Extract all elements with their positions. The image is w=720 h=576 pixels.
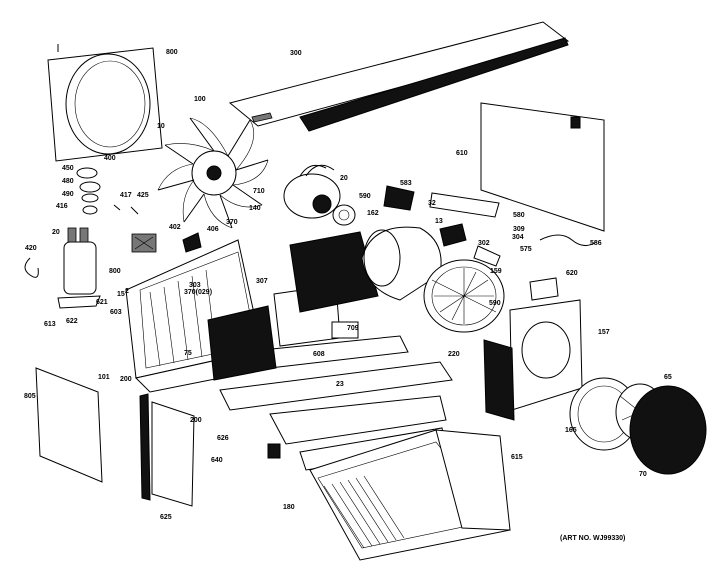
callout-c-ring-162: 162 (367, 210, 379, 217)
callout-c-screw-101: 101 (98, 374, 110, 381)
callout-c-seal-406: 406 (207, 226, 219, 233)
fan-motor (283, 164, 356, 226)
callout-c-clamp-450: 450 (62, 165, 74, 172)
callout-c-top-left-rim: 800 (166, 49, 178, 56)
callout-c-heater-575: 575 (520, 246, 532, 253)
callout-c-front-615: 615 (511, 454, 523, 461)
callout-c-ring-165: 165 (565, 427, 577, 434)
callout-c-clip-140: 140 (249, 205, 261, 212)
callout-c-trim-626: 626 (217, 435, 229, 442)
callout-labels: 800 300 100 10 400 450 480 490 416 417 425 710 20 140… (24, 49, 672, 521)
callout-c-thermo-302: 302 (478, 240, 490, 247)
callout-c-coil-15: 15 (117, 291, 125, 298)
callout-c-nut-425: 425 (137, 192, 149, 199)
top-cover (228, 21, 570, 132)
callout-c-bolt-621: 621 (96, 299, 108, 306)
callout-c-grille-65: 65 (664, 374, 672, 381)
callout-c-drain-23: 23 (336, 381, 344, 388)
callout-c-switch-590: 590 (359, 193, 371, 200)
callout-c-ground-2: 2 (125, 288, 129, 295)
callout-c-bolt-613: 613 (44, 321, 56, 328)
blower-scroll (361, 226, 442, 301)
callout-c-gasket-400: 400 (104, 155, 116, 162)
callout-c-cap-screw: 10 (157, 123, 165, 130)
callout-c-nut-417: 417 (120, 192, 132, 199)
callout-c-panel-805: 805 (24, 393, 36, 400)
callout-c-cap-20: 20 (52, 229, 60, 236)
callout-c-fan-blade: 100 (194, 96, 206, 103)
callout-c-base-608: 608 (313, 351, 325, 358)
callout-c-top-cover: 300 (290, 50, 302, 57)
callout-c-bracket-200: 200 (190, 417, 202, 424)
callout-c-control-370: 370 (226, 219, 238, 226)
callout-c-cap-800: 800 (109, 268, 121, 275)
callout-c-shroud-157: 157 (598, 329, 610, 336)
callout-c-mount-620: 620 (566, 270, 578, 277)
front-left-panel (35, 367, 195, 507)
small-grille (131, 232, 202, 253)
capacitor (24, 227, 101, 309)
callout-c-scroll-13: 13 (435, 218, 443, 225)
callout-c-tube-586: 586 (590, 240, 602, 247)
callout-c-rail-304: 304 (512, 234, 524, 241)
right-side-panel (480, 102, 605, 232)
callout-c-rail-580: 580 (513, 212, 525, 219)
rear-shroud (483, 299, 583, 421)
callout-c-clip-480: 480 (62, 178, 74, 185)
callout-c-grille-402: 402 (169, 224, 181, 231)
ring-and-mesh-grille (569, 377, 707, 475)
art-number: (ART NO. WJ99330) (560, 535, 625, 542)
blower-wheel (423, 259, 505, 333)
callout-c-wheel-590: 590 (489, 300, 501, 307)
callout-c-clip-490: 490 (62, 191, 74, 198)
callout-c-box-303: 303 (189, 282, 201, 289)
callout-c-tab-583: 583 (400, 180, 412, 187)
condenser-fan-blade (157, 117, 269, 229)
callout-c-bracket-32: 32 (428, 200, 436, 207)
fan-shroud-panel (47, 44, 163, 162)
small-fasteners-left (76, 167, 139, 215)
callout-c-bolt-622: 622 (66, 318, 78, 325)
callout-c-screw-200: 200 (120, 376, 132, 383)
callout-c-relay-307: 307 (256, 278, 268, 285)
callout-c-bolt-603: 603 (110, 309, 122, 316)
callout-c-motor-20: 20 (340, 175, 348, 182)
callout-c-bracket-710: 710 (253, 188, 265, 195)
callout-c-compressor-75: 75 (184, 350, 192, 357)
callout-c-base-709: 709 (347, 325, 359, 332)
callout-c-filter-180: 180 (283, 504, 295, 511)
callout-c-strap-420: 420 (25, 245, 37, 252)
callout-c-rail-309: 309 (513, 226, 525, 233)
control-parts (331, 185, 597, 339)
callout-c-right-panel: 610 (456, 150, 468, 157)
chassis-and-coil (125, 231, 409, 393)
callout-c-side-mount-220: 220 (448, 351, 460, 358)
callout-c-strip-625: 625 (160, 514, 172, 521)
callout-c-knob-640: 640 (211, 457, 223, 464)
callout-c-screw-416: 416 (56, 203, 68, 210)
callout-c-mesh-70: 70 (639, 471, 647, 478)
callout-c-wheel-159: 159 (490, 268, 502, 275)
callout-c-box-304: 370(029) (184, 289, 212, 296)
front-cover-with-filter (267, 429, 511, 561)
